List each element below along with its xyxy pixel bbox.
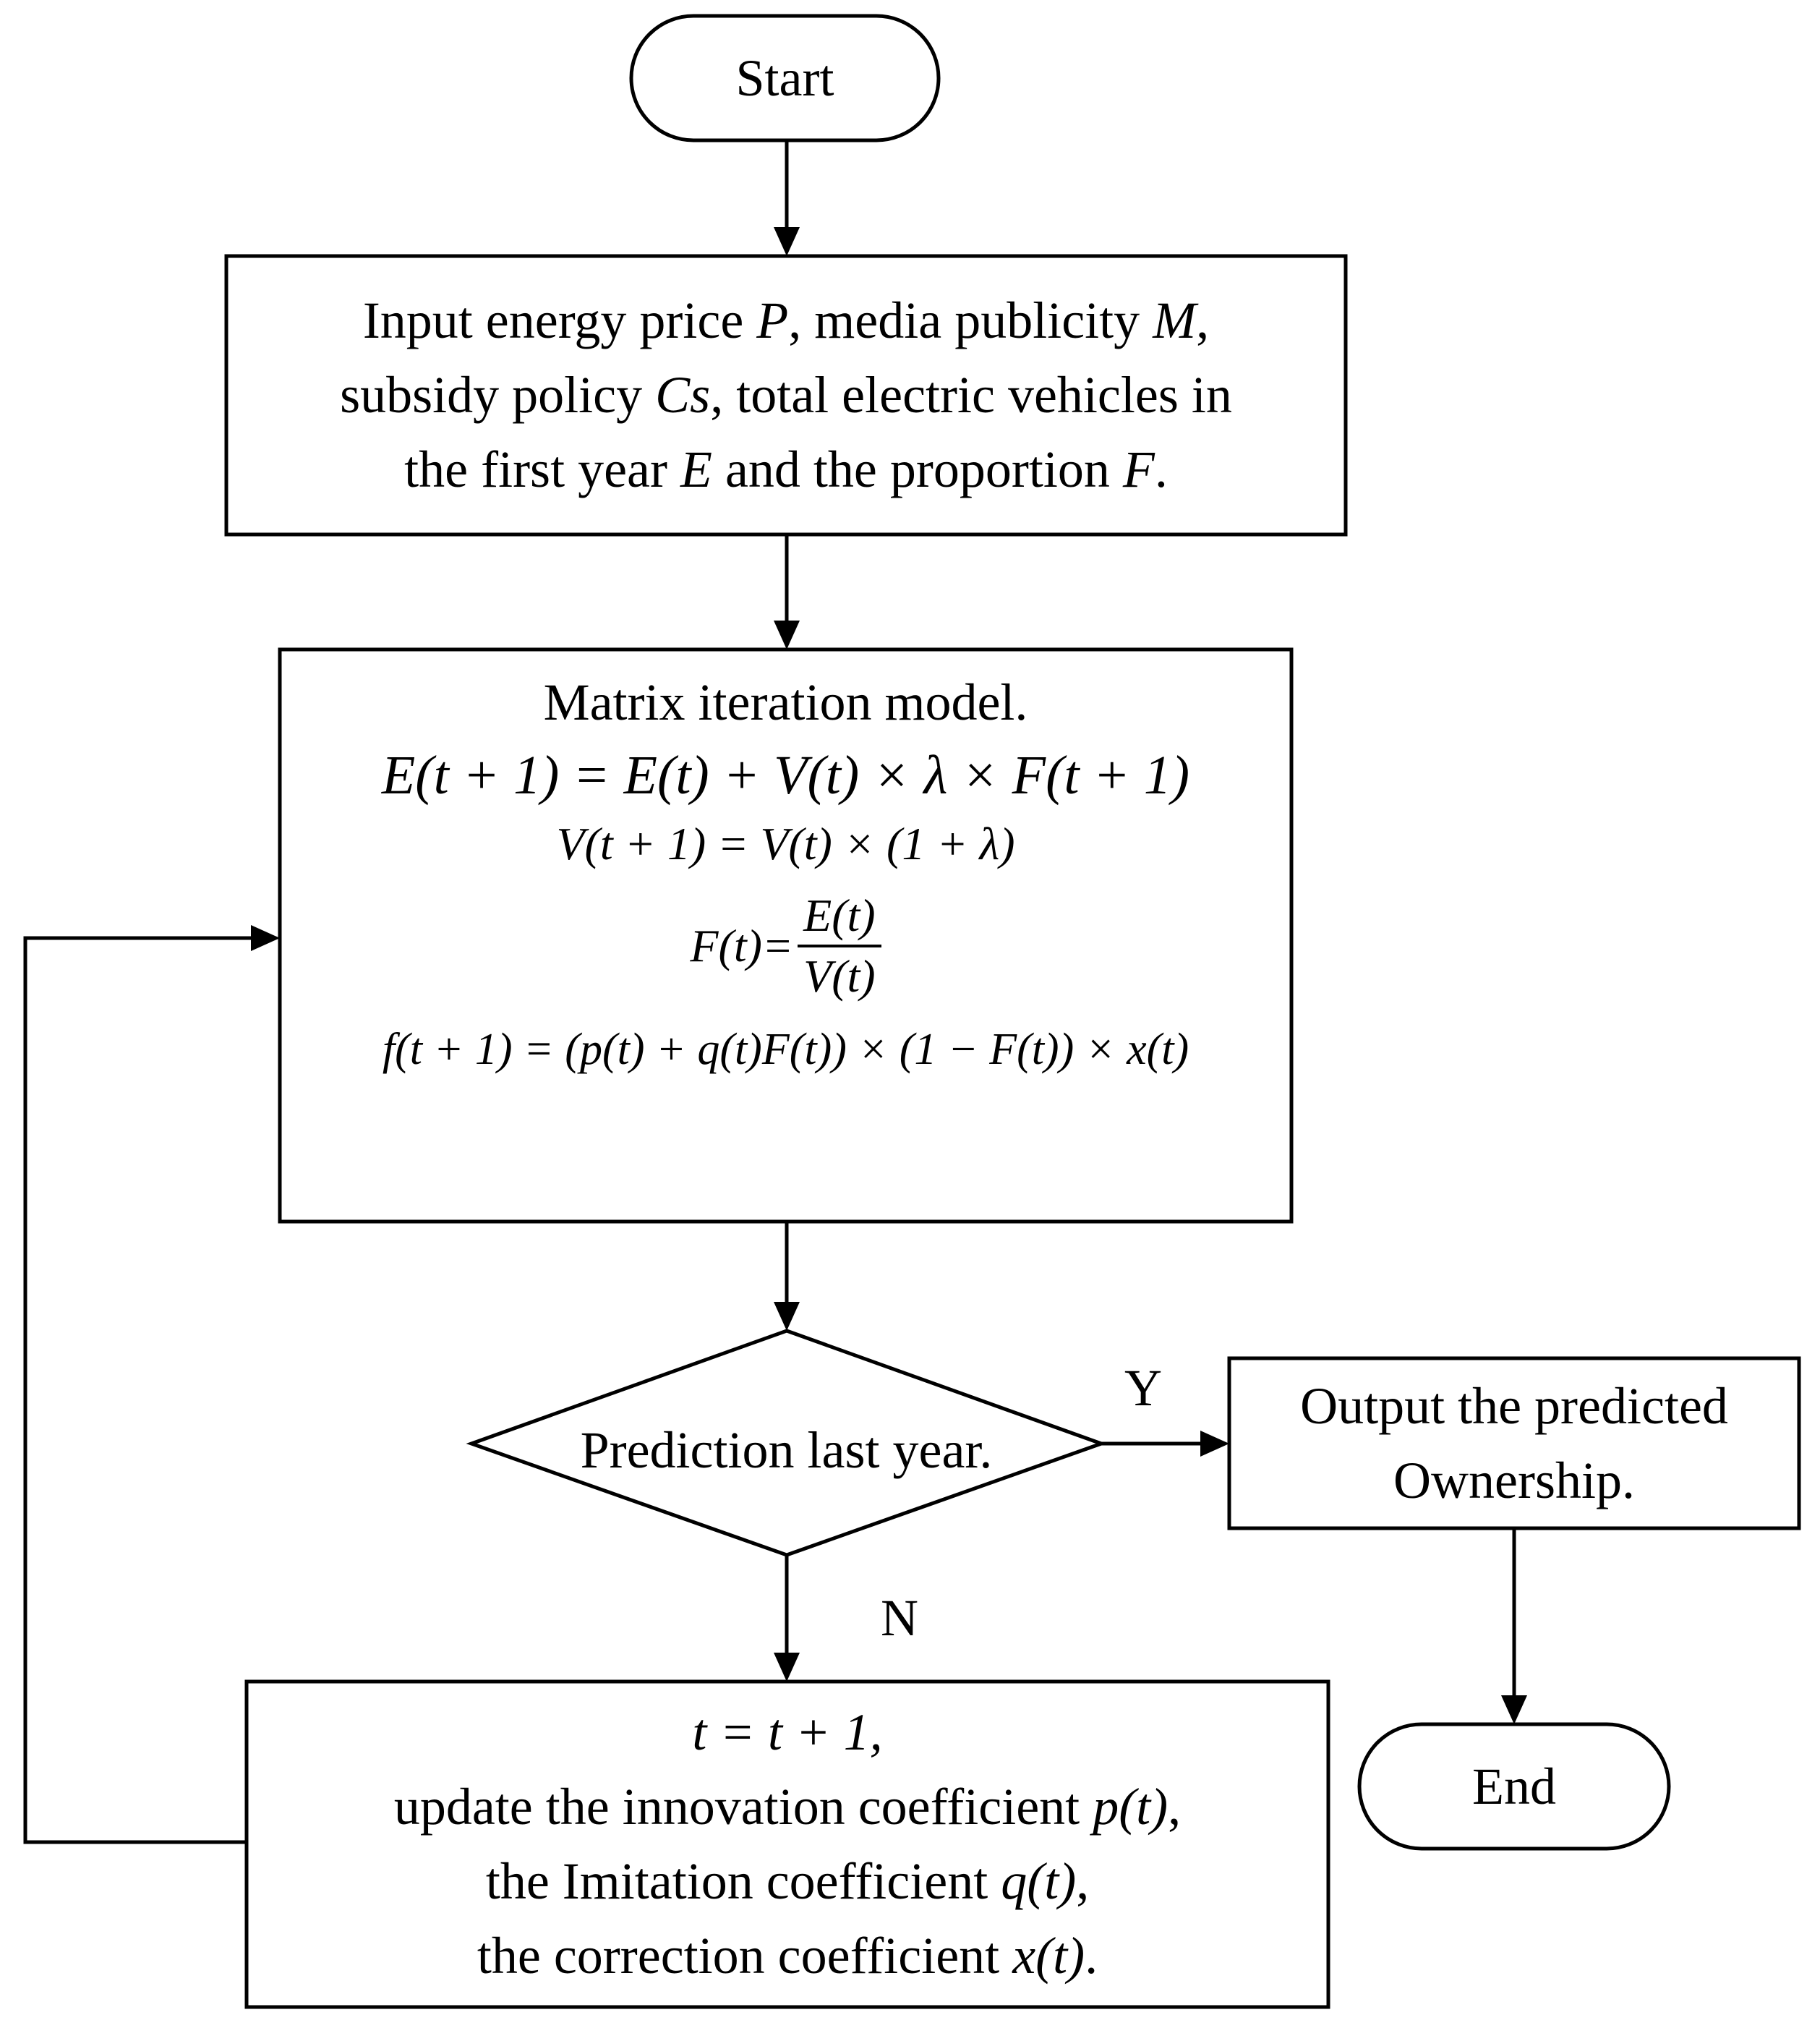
arrowhead-input-to-model [774, 621, 800, 649]
update-line-1: t = t + 1, [692, 1703, 883, 1761]
update-box: t = t + 1, update the innovation coeffic… [247, 1682, 1328, 2007]
output-line-2: Ownership. [1393, 1451, 1635, 1509]
output-line-1: Output the predicted [1300, 1376, 1728, 1435]
update-line-2: update the innovation coefficient p(t), [393, 1778, 1182, 1836]
equation-bass-diffusion: f(t + 1) = (p(t) + q(t)F(t)) × (1 − F(t)… [382, 1025, 1189, 1074]
input-line-3: the first year E and the proportion F. [404, 440, 1168, 498]
arrowhead-start-to-input [774, 227, 800, 256]
start-label: Start [735, 48, 834, 107]
arrow-loop-update-to-model [23, 936, 254, 1844]
equation-vehicles: V(t + 1) = V(t) × (1 + λ) [556, 818, 1015, 869]
start-terminator: Start [631, 16, 939, 140]
output-box: Output the predicted Ownership. [1229, 1358, 1799, 1528]
var-p-of-t: p(t) [1093, 1778, 1169, 1836]
var-M: M [1153, 291, 1197, 349]
decision-diamond: Prediction last year. [471, 1331, 1101, 1555]
equation-ownership: E(t + 1) = E(t) + V(t) × λ × F(t + 1) [381, 745, 1190, 806]
branch-label-no: N [881, 1589, 918, 1647]
arrowhead-decision-to-output [1200, 1431, 1229, 1457]
end-terminator: End [1359, 1724, 1669, 1849]
var-F: F [1122, 440, 1155, 498]
var-q-of-t: q(t) [1001, 1852, 1077, 1910]
decision-label: Prediction last year. [580, 1420, 993, 1479]
var-x-of-t: x(t) [1012, 1927, 1085, 1985]
input-line-2: subsidy policy Cs, total electric vehicl… [340, 366, 1232, 424]
arrowhead-model-to-decision [774, 1302, 800, 1331]
model-title: Matrix iteration model. [543, 673, 1028, 731]
arrowhead-output-to-end [1501, 1695, 1527, 1724]
equation-proportion-fraction: E(t) V(t) [798, 887, 881, 1005]
input-box: Input energy price P, media publicity M,… [226, 256, 1346, 534]
arrowhead-decision-to-update [774, 1653, 800, 1682]
var-E: E [680, 440, 712, 498]
model-box: Matrix iteration model. E(t + 1) = E(t) … [280, 649, 1291, 1222]
var-P: P [756, 291, 789, 349]
equation-proportion: F(t)= E(t) V(t) [690, 887, 881, 1005]
end-label: End [1472, 1757, 1556, 1815]
var-Cs: Cs [655, 366, 711, 424]
input-line-1: Input energy price P, media publicity M, [362, 291, 1210, 349]
update-line-3: the Imitation coefficient q(t), [485, 1852, 1090, 1910]
update-box-shape [244, 1679, 1330, 2009]
branch-label-yes: Y [1124, 1359, 1162, 1417]
fraction-numerator: E(t) [798, 887, 881, 947]
fraction-denominator: V(t) [803, 950, 876, 1002]
equation-proportion-lhs: F(t)= [690, 920, 794, 971]
update-line-4: the correction coefficient x(t). [477, 1927, 1098, 1985]
arrowhead-loop-to-model [251, 925, 280, 951]
